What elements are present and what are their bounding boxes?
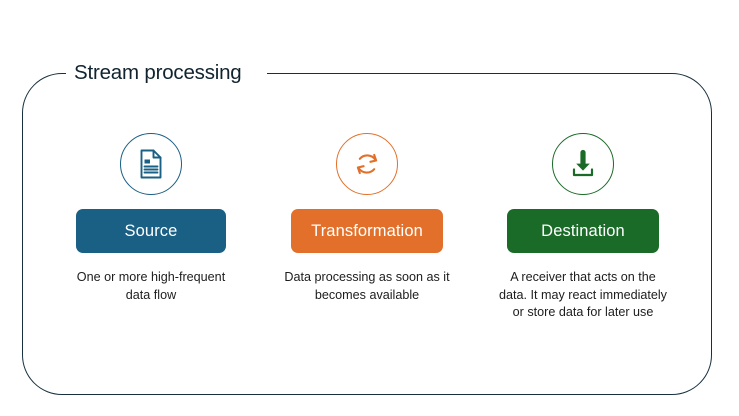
- download-icon: [552, 133, 614, 195]
- frame-title-gap: [66, 60, 267, 86]
- stage-destination: Destination A receiver that acts on the …: [485, 133, 681, 363]
- frame-title: Stream processing: [74, 61, 242, 84]
- stage-transformation: Transformation Data processing as soon a…: [269, 133, 465, 363]
- stage-source: Source One or more high-frequent data fl…: [53, 133, 249, 363]
- stage-description-source: One or more high-frequent data flow: [76, 270, 226, 302]
- stage-description-transformation: Data processing as soon as it becomes av…: [284, 270, 450, 302]
- stream-processing-frame: [22, 73, 712, 395]
- stage-label-source[interactable]: Source: [76, 209, 226, 253]
- stage-label-transformation[interactable]: Transformation: [291, 209, 443, 253]
- document-icon: [120, 133, 182, 195]
- stage-description-destination: A receiver that acts on the data. It may…: [499, 270, 667, 319]
- refresh-cycle-icon: [336, 133, 398, 195]
- stages-row: Source One or more high-frequent data fl…: [22, 133, 712, 363]
- stage-label-destination[interactable]: Destination: [507, 209, 659, 253]
